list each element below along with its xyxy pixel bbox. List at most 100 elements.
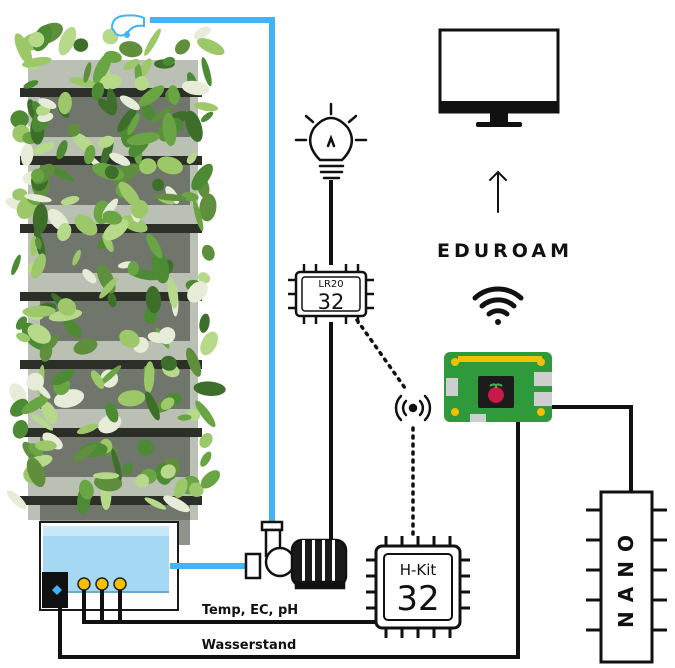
leaf — [36, 383, 51, 399]
leaf — [73, 338, 98, 355]
leaf — [60, 196, 80, 206]
leaf — [177, 414, 192, 421]
leaf — [167, 277, 178, 309]
leaf — [193, 199, 204, 232]
wireless-links — [355, 318, 415, 538]
leaf — [195, 400, 216, 428]
leaf — [119, 95, 140, 111]
leaf — [146, 233, 163, 259]
leaf — [119, 329, 140, 348]
leaf — [158, 327, 176, 345]
leaf — [109, 152, 131, 166]
leaf — [39, 342, 53, 362]
leaf — [26, 457, 46, 488]
arrow-up-icon — [489, 170, 507, 213]
probe-ph — [113, 577, 127, 591]
leaf — [12, 420, 29, 439]
leaf — [193, 26, 211, 40]
cpu-chip-icon — [288, 264, 374, 324]
leaf — [123, 58, 140, 71]
water-pipe — [150, 17, 275, 569]
leaf — [21, 394, 50, 415]
leaf — [175, 39, 190, 55]
leaf — [35, 440, 57, 452]
leaf — [201, 57, 212, 87]
cpu-chip-icon — [366, 536, 470, 638]
raspberry-pi-icon — [444, 352, 552, 422]
leaf — [103, 218, 129, 241]
leaf — [111, 448, 122, 481]
leaf — [144, 497, 167, 510]
leaf — [138, 85, 165, 107]
leaf — [193, 381, 226, 396]
leaf — [56, 140, 68, 160]
leaf — [58, 26, 77, 56]
leaf — [102, 210, 123, 225]
leaf — [48, 165, 75, 182]
leaf — [63, 318, 82, 339]
leaf — [141, 104, 156, 121]
leaf — [67, 123, 81, 137]
leaf — [163, 495, 190, 513]
leaf — [144, 28, 161, 56]
leaf — [127, 113, 140, 136]
leaf — [150, 105, 174, 124]
probe-ec — [95, 577, 109, 591]
leaf — [90, 370, 105, 389]
leaf — [72, 443, 97, 462]
leaf — [24, 193, 52, 203]
lr20-chip-number: 32 — [318, 290, 345, 314]
leaf — [191, 163, 213, 191]
leaf — [14, 33, 33, 65]
leaf — [12, 188, 28, 201]
leaf — [134, 76, 150, 91]
leaf — [157, 156, 183, 175]
leaf — [126, 132, 160, 146]
leaf — [193, 102, 219, 112]
monitor-icon — [438, 28, 560, 127]
leaf — [76, 423, 99, 435]
water-tank — [39, 521, 179, 611]
wifi-icon — [472, 286, 524, 325]
leaf — [58, 91, 72, 115]
leaf — [10, 110, 29, 129]
leaf — [51, 369, 75, 386]
leaf — [33, 142, 55, 155]
green-wall-illustration — [5, 22, 226, 545]
leaf — [31, 253, 46, 279]
hkit-chip-model: H-Kit — [400, 561, 437, 579]
planter-shelf — [20, 156, 202, 165]
leaf — [27, 324, 51, 344]
leaf — [6, 490, 27, 510]
leaf — [135, 474, 150, 488]
leaf — [127, 261, 139, 276]
leaf — [144, 361, 155, 394]
leaf — [122, 462, 133, 475]
leaf — [92, 472, 120, 480]
leaf — [9, 383, 27, 404]
leaf — [82, 269, 97, 284]
leaf — [160, 397, 175, 410]
leaf — [186, 152, 197, 164]
leaf — [186, 347, 202, 377]
leaf — [173, 478, 188, 498]
network-label: EDUROAM — [437, 240, 573, 262]
leaf — [92, 52, 112, 84]
leaf — [198, 272, 211, 284]
leaf — [200, 470, 221, 489]
pump-icon — [244, 520, 348, 590]
leaf — [31, 414, 54, 431]
leaf — [119, 41, 143, 58]
leaf — [181, 80, 210, 96]
leaf — [189, 482, 204, 497]
water-level-wire-label: Wasserstand — [202, 638, 297, 653]
leaf — [145, 286, 162, 314]
leaf — [99, 74, 122, 90]
leaf — [38, 98, 57, 110]
leaf — [200, 451, 212, 467]
probe-temp — [77, 577, 91, 591]
leaf — [185, 110, 203, 142]
leaf — [31, 168, 45, 183]
leaf — [117, 106, 137, 133]
